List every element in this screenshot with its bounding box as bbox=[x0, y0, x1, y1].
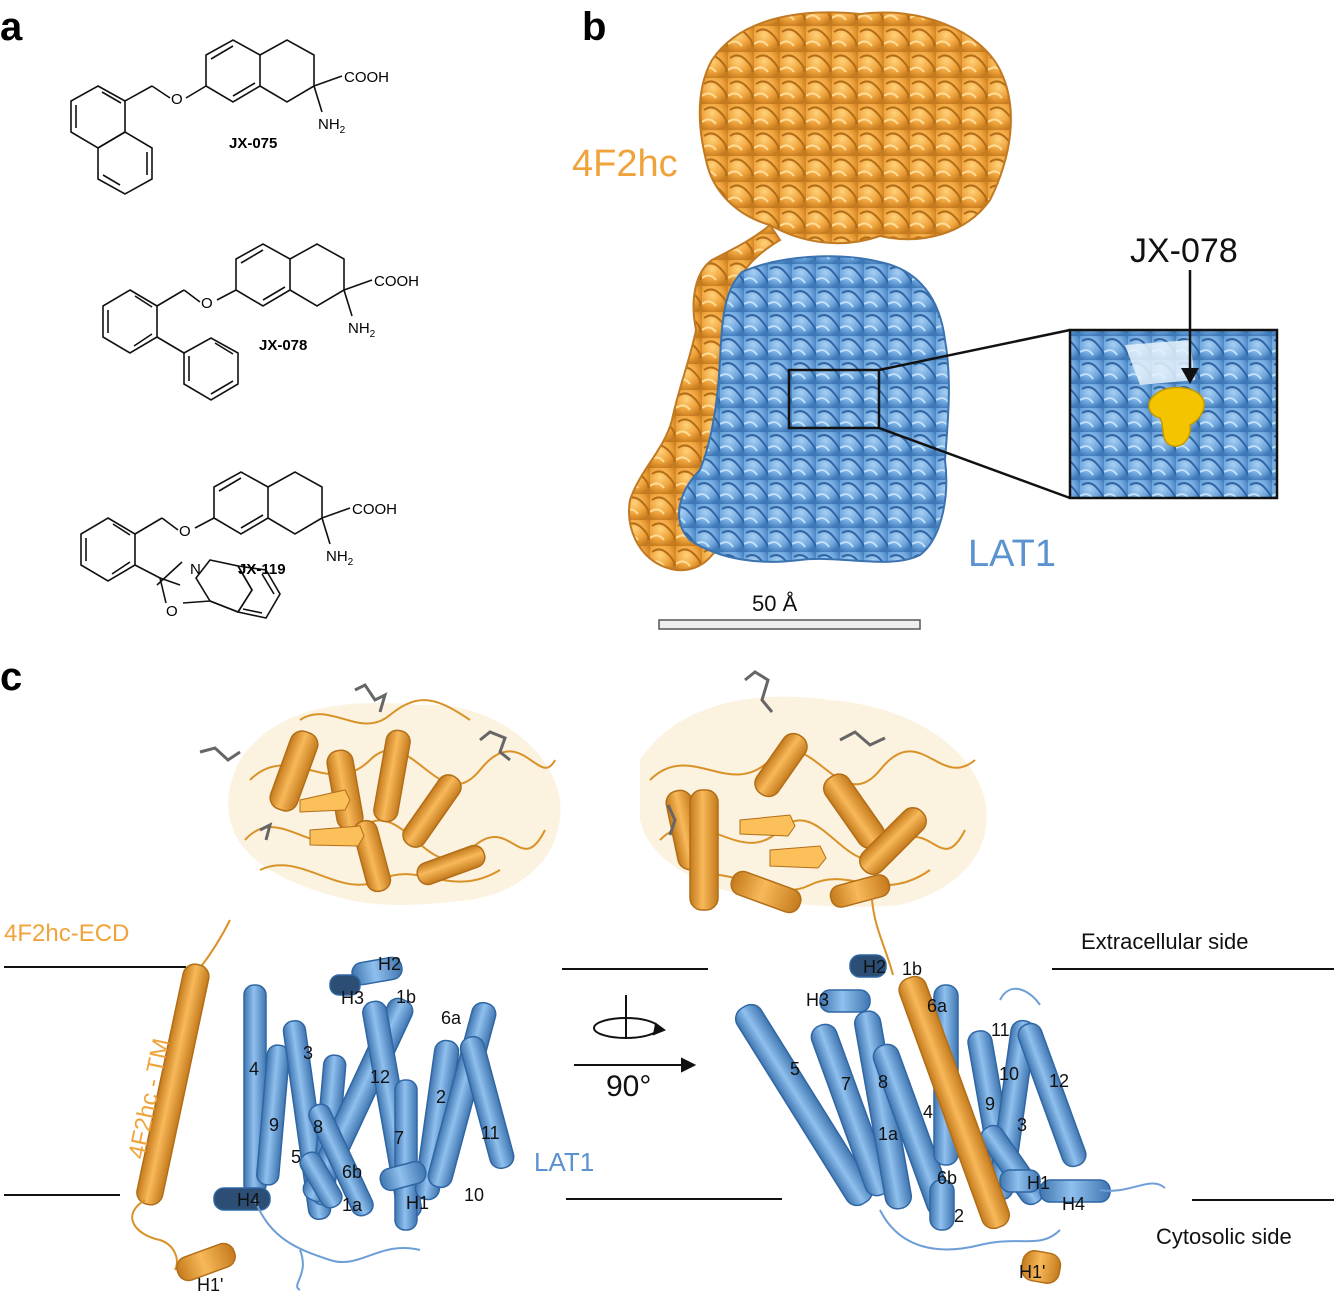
svg-text:7: 7 bbox=[394, 1128, 404, 1148]
helix-labels-left: H2 H3 1b 6a 4 3 12 9 8 2 11 7 5 6b H4 1a… bbox=[197, 954, 500, 1295]
svg-text:1a: 1a bbox=[878, 1124, 899, 1144]
lat1-cartoon-left bbox=[213, 956, 515, 1231]
group-nh2-jx119: NH2 bbox=[326, 548, 354, 568]
helix-h1prime-right bbox=[1020, 1250, 1062, 1284]
svg-text:10: 10 bbox=[464, 1185, 484, 1205]
ligand-density bbox=[1148, 386, 1205, 447]
ligand-label: JX-078 bbox=[1130, 232, 1238, 270]
tm-helix-4f2hc-right bbox=[898, 975, 1011, 1230]
svg-text:4: 4 bbox=[249, 1059, 259, 1079]
scale-bar-label: 50 Å bbox=[752, 591, 798, 616]
rotation-symbol bbox=[574, 995, 697, 1073]
svg-text:7: 7 bbox=[841, 1074, 851, 1094]
light-chain-label: LAT1 bbox=[968, 533, 1056, 575]
svg-text:4: 4 bbox=[923, 1102, 933, 1122]
svg-text:H1: H1 bbox=[1027, 1173, 1050, 1193]
zoom-inset bbox=[1068, 328, 1279, 500]
membrane-lines bbox=[4, 966, 1334, 1201]
svg-text:9: 9 bbox=[985, 1094, 995, 1114]
cryoem-density-lat1 bbox=[678, 255, 950, 563]
group-cooh-jx075: COOH bbox=[344, 69, 389, 86]
lat1-label-c: LAT1 bbox=[534, 1147, 594, 1177]
svg-text:3: 3 bbox=[303, 1043, 313, 1063]
svg-text:1a: 1a bbox=[342, 1195, 363, 1215]
svg-text:9: 9 bbox=[269, 1115, 279, 1135]
ecd-cartoon-right bbox=[640, 670, 987, 914]
ecd-label: 4F2hc-ECD bbox=[4, 920, 129, 947]
svg-text:10: 10 bbox=[999, 1064, 1019, 1084]
svg-text:11: 11 bbox=[481, 1123, 500, 1143]
atom-o-jx075: O bbox=[171, 91, 183, 108]
svg-text:H1: H1 bbox=[406, 1193, 429, 1213]
svg-text:5: 5 bbox=[291, 1147, 301, 1167]
cytosolic-label: Cytosolic side bbox=[1156, 1224, 1292, 1249]
svg-text:2: 2 bbox=[436, 1087, 446, 1107]
tm-helix-4f2hc-left bbox=[136, 963, 210, 1206]
lat1-cartoon-right bbox=[734, 954, 1111, 1231]
compound-name-jx075: JX-075 bbox=[229, 135, 277, 152]
group-cooh-jx119: COOH bbox=[352, 501, 397, 518]
svg-text:H1': H1' bbox=[1019, 1262, 1045, 1282]
panel-label-c: c bbox=[0, 655, 22, 699]
atom-o-jx119: O bbox=[179, 523, 191, 540]
svg-text:H4: H4 bbox=[1062, 1194, 1085, 1214]
group-nh2-jx078: NH2 bbox=[348, 320, 376, 340]
helix-h1prime-left bbox=[176, 1242, 236, 1282]
extracellular-label: Extracellular side bbox=[1081, 929, 1249, 954]
svg-text:H1': H1' bbox=[197, 1275, 223, 1295]
svg-text:6a: 6a bbox=[927, 996, 948, 1016]
zoom-line-top bbox=[878, 328, 1071, 372]
cryoem-density-4f2hc bbox=[628, 11, 1012, 572]
zoom-box bbox=[787, 368, 881, 430]
svg-text:H3: H3 bbox=[806, 990, 829, 1010]
svg-text:1b: 1b bbox=[902, 959, 922, 979]
svg-text:8: 8 bbox=[878, 1072, 888, 1092]
ligand-arrowhead bbox=[1181, 368, 1199, 384]
helix-labels-right: H2 1b H3 6a 11 5 7 8 10 12 9 1a 4 3 6b H… bbox=[790, 957, 1085, 1282]
svg-text:6a: 6a bbox=[441, 1008, 462, 1028]
heavy-chain-label: 4F2hc bbox=[572, 143, 678, 185]
svg-text:12: 12 bbox=[1049, 1071, 1069, 1091]
atom-o-jx078: O bbox=[201, 295, 213, 312]
svg-text:H2: H2 bbox=[378, 954, 401, 974]
svg-text:6b: 6b bbox=[937, 1168, 957, 1188]
compound-name-jx119: JX-119 bbox=[238, 561, 286, 578]
svg-text:12: 12 bbox=[370, 1067, 390, 1087]
svg-text:H4: H4 bbox=[237, 1190, 260, 1210]
svg-text:5: 5 bbox=[790, 1059, 800, 1079]
scale-bar bbox=[658, 619, 921, 630]
group-cooh-jx078: COOH bbox=[374, 273, 419, 290]
svg-text:H2: H2 bbox=[863, 957, 886, 977]
group-nh2-jx075: NH2 bbox=[318, 116, 346, 136]
panel-label-a: a bbox=[0, 5, 23, 49]
svg-text:H3: H3 bbox=[341, 988, 364, 1008]
compound-name-jx078: JX-078 bbox=[259, 337, 307, 354]
svg-text:6b: 6b bbox=[342, 1162, 362, 1182]
compound-structure-jx078 bbox=[102, 243, 373, 401]
atom-n-benzoxazole: N bbox=[190, 561, 201, 578]
rotation-label: 90° bbox=[606, 1070, 651, 1103]
svg-text:1b: 1b bbox=[396, 987, 416, 1007]
panel-label-b: b bbox=[582, 5, 606, 49]
atom-o-benzoxazole: O bbox=[166, 603, 178, 620]
ecd-cartoon-left bbox=[199, 683, 561, 905]
svg-text:11: 11 bbox=[991, 1020, 1010, 1040]
compound-structure-jx119 bbox=[80, 471, 351, 619]
zoom-line-bottom bbox=[878, 426, 1071, 500]
compound-structure-jx075 bbox=[70, 39, 343, 195]
svg-text:3: 3 bbox=[1017, 1115, 1027, 1135]
svg-text:8: 8 bbox=[313, 1117, 323, 1137]
svg-text:2: 2 bbox=[954, 1206, 964, 1226]
